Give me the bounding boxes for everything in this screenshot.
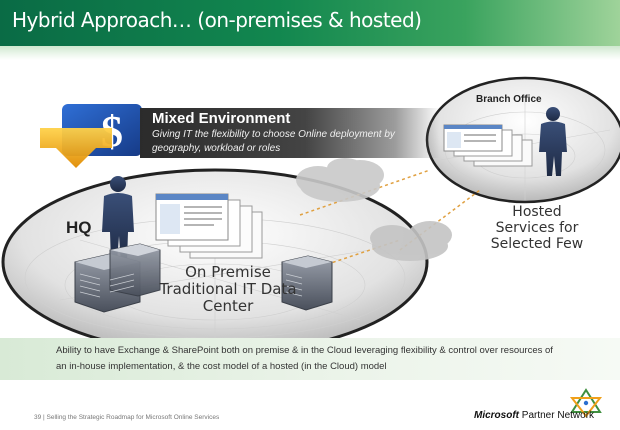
datacenter-label: On Premise Traditional IT Data Center (159, 263, 297, 315)
summary-band (0, 338, 620, 380)
mixed-environment-title: Mixed Environment (152, 110, 291, 127)
hosted-services-label: Hosted Services for Selected Few (490, 204, 584, 252)
window-stack-icon (155, 193, 263, 259)
branch-office-label: Branch Office (476, 94, 542, 105)
microsoft-partner-logo: Microsoft Partner Network (474, 410, 594, 421)
slide-header: Hybrid Approach… (on-premises & hosted) (0, 0, 620, 46)
hq-label: HQ (66, 218, 92, 237)
partner-network-icon (569, 388, 603, 418)
header-band (0, 46, 620, 60)
mixed-environment-banner (140, 108, 440, 158)
slide-title: Hybrid Approach… (on-premises & hosted) (12, 8, 422, 32)
logo-brand: Microsoft (474, 410, 519, 421)
mixed-environment-subtitle: Giving IT the flexibility to choose Onli… (152, 129, 395, 154)
server-icon-2 (281, 255, 333, 311)
summary-text: Ability to have Exchange & SharePoint bo… (56, 345, 553, 372)
cloud-icon-2 (370, 221, 452, 261)
server-icon (74, 243, 161, 313)
branch-person-icon (539, 107, 567, 176)
branch-window-stack-icon (443, 124, 533, 167)
hq-person-icon (102, 176, 134, 262)
cloud-icon (296, 158, 384, 202)
dollar-icon: $ (40, 104, 142, 168)
logo-suffix: Partner Network (521, 410, 595, 421)
page-footer-text: 39 | Selling the Strategic Roadmap for M… (34, 414, 220, 421)
